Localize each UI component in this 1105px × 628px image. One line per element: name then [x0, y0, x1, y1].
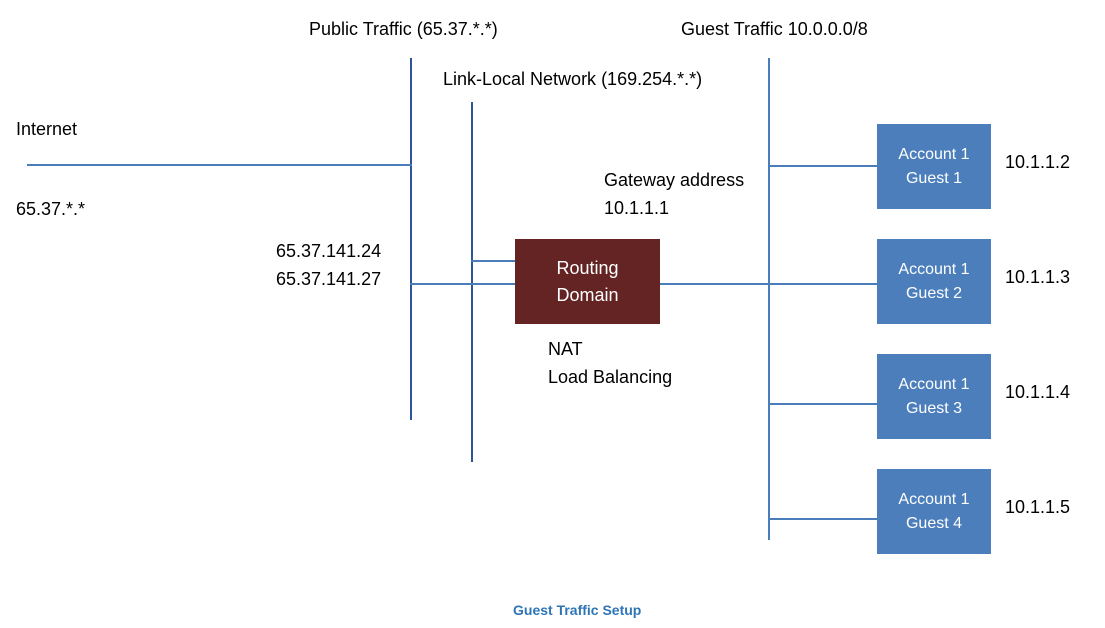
- guest-node-2-ip: 10.1.1.3: [1005, 267, 1071, 287]
- guest-node-1-account: Account 1: [898, 146, 970, 164]
- routing-domain-label-line-2: Domain: [556, 284, 619, 305]
- guest-traffic-title: Guest Traffic 10.0.0.0/8: [681, 19, 868, 39]
- public-ip-1-label: 65.37.141.24: [276, 241, 382, 261]
- public-traffic-title: Public Traffic (65.37.*.*): [309, 19, 498, 39]
- router-to-guest2-line: [660, 283, 877, 285]
- guest-traffic-trunk-line: [768, 58, 770, 540]
- guest-node-3-ip: 10.1.1.4: [1005, 382, 1071, 402]
- nat-label: NAT: [548, 339, 583, 359]
- guest-1-branch-line: [768, 165, 877, 167]
- internet-label: Internet: [16, 119, 78, 139]
- link-local-network-title: Link-Local Network (169.254.*.*): [443, 69, 703, 89]
- gateway-address-label-line-2: 10.1.1.1: [604, 198, 670, 218]
- guest-node-4-name: Guest 4: [905, 514, 963, 532]
- guest-3-branch-line: [768, 403, 877, 405]
- internet-range-label: 65.37.*.*: [16, 199, 86, 219]
- public-ip-2-label: 65.37.141.27: [276, 269, 382, 289]
- guest-node-4-ip: 10.1.1.5: [1005, 497, 1071, 517]
- routing-domain-label-line-1: Routing: [556, 258, 619, 279]
- gateway-address-label-line-1: Gateway address: [604, 170, 745, 190]
- public-to-router-line: [410, 283, 517, 285]
- diagram-caption: Guest Traffic Setup: [513, 602, 642, 618]
- guest-node-4-account: Account 1: [898, 491, 970, 509]
- routing-domain-node[interactable]: Routing Domain: [515, 239, 660, 324]
- guest-node-3-name: Guest 3: [905, 399, 963, 417]
- guest-node-4[interactable]: Account 1 Guest 4: [877, 469, 991, 554]
- guest-node-1[interactable]: Account 1 Guest 1: [877, 124, 991, 209]
- link-local-to-router-line: [471, 260, 517, 262]
- load-balancing-label: Load Balancing: [548, 367, 673, 387]
- guest-node-2-account: Account 1: [898, 261, 970, 279]
- guest-node-2-name: Guest 2: [905, 284, 963, 302]
- internet-link-line: [27, 164, 412, 166]
- guest-node-1-name: Guest 1: [905, 169, 963, 187]
- link-local-trunk-line: [471, 102, 473, 462]
- guest-node-2[interactable]: Account 1 Guest 2: [877, 239, 991, 324]
- guest-node-3[interactable]: Account 1 Guest 3: [877, 354, 991, 439]
- guest-4-branch-line: [768, 518, 877, 520]
- guest-node-3-account: Account 1: [898, 376, 970, 394]
- public-traffic-trunk-line: [410, 58, 412, 420]
- guest-node-1-ip: 10.1.1.2: [1005, 152, 1071, 172]
